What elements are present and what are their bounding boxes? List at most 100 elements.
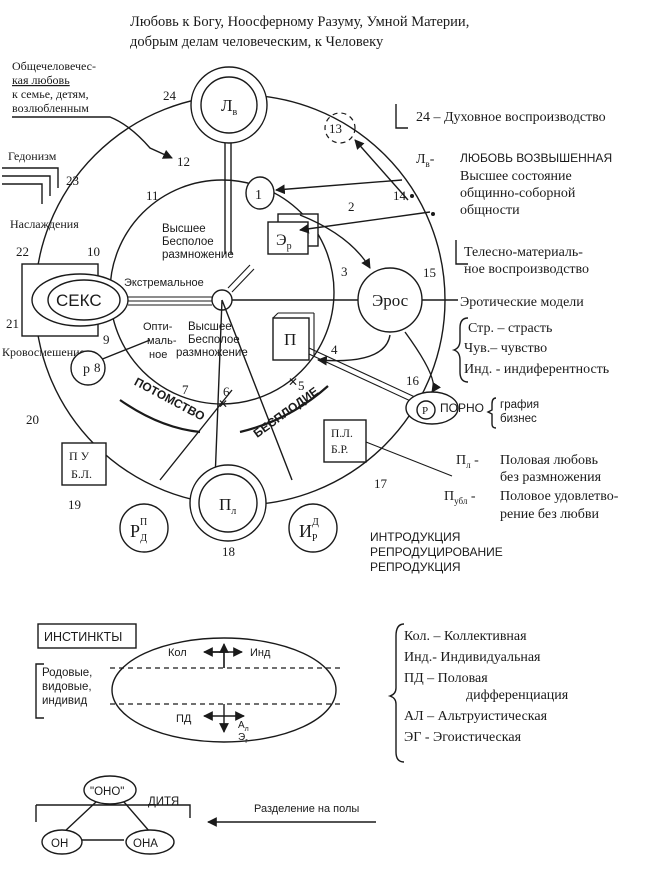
offspring-label: ПОТОМСТВО (132, 375, 207, 424)
pl-desc-2: без размножения (500, 470, 602, 485)
dot-2 (431, 212, 435, 216)
instincts-ellipse (111, 637, 337, 743)
porno-line-1 (308, 347, 431, 405)
node-thirteen-label: 13 (329, 121, 342, 136)
love-elevated-node-inner (200, 76, 258, 134)
number-6: 6 (223, 384, 230, 399)
center-node-slant-1 (227, 264, 251, 289)
division-label: Разделение на полы (254, 803, 359, 815)
number-4: 4 (331, 342, 338, 357)
universal-love-line-4: возлюбленным (12, 101, 89, 115)
legend-pd-2: дифференциация (466, 688, 569, 703)
pl-node-inner (198, 473, 258, 533)
cross-mark-6: ✕ (218, 397, 228, 411)
number-15: 15 (423, 265, 436, 280)
number-24: 24 (163, 88, 177, 103)
pl-node-outer (189, 464, 267, 542)
arc-arrow-16 (404, 331, 441, 393)
pl-symbol: Пл - (456, 453, 479, 470)
instinct-pd: ПД (176, 713, 192, 725)
childless-arc (239, 385, 329, 434)
bodily-bracket (455, 240, 468, 265)
instinct-ind: Инд (250, 647, 271, 659)
highest-state-text: Высшее состояние (460, 169, 572, 184)
number-20: 20 (26, 412, 39, 427)
p-box-label: П (284, 330, 296, 349)
legend-kol: Кол. – Коллективная (404, 629, 527, 644)
highest-2-a: Высшее (188, 321, 232, 333)
node-thirteen (324, 112, 356, 144)
highest-2-c: размножение (176, 347, 248, 359)
love-elevated-text: ЛЮБОВЬ ВОЗВЫШЕННАЯ (460, 151, 612, 165)
generic-brace (35, 663, 44, 719)
arc-arrow-4 (317, 334, 391, 366)
sex-ellipse-inner (47, 279, 121, 321)
highest-2-b: Бесполое (188, 334, 240, 346)
number-9: 9 (103, 332, 110, 347)
generic-line-2: видовые, (42, 681, 92, 693)
number-23: 23 (66, 173, 79, 188)
number-10: 10 (87, 244, 100, 259)
legend-brace (387, 623, 405, 763)
universal-love-line-3: к семье, детям, (12, 87, 89, 101)
highest-1-b: Бесполое (162, 236, 214, 248)
bodily-line-1: Телесно-материаль- (464, 245, 583, 260)
pl-br-box (323, 419, 367, 463)
optimal-b: маль- (147, 335, 177, 347)
legend-ind: Инд.- Индивидуальная (404, 650, 541, 665)
number-17: 17 (374, 476, 388, 491)
sex-extreme-lines (128, 296, 212, 306)
dot-1 (410, 194, 414, 198)
instinct-kol: Кол (168, 647, 187, 659)
offspring-arc (119, 399, 201, 434)
number-12: 12 (177, 154, 190, 169)
erotic-models-label: Эротические модели (460, 295, 584, 310)
number-8: 8 (94, 360, 101, 375)
number-16: 16 (406, 373, 420, 388)
instinct-eg: Эг (238, 732, 248, 745)
hedonism-steps (2, 167, 59, 204)
arc-arrow-2 (299, 214, 371, 269)
child-frame (35, 804, 191, 822)
on-node (41, 829, 83, 855)
on-label: ОН (51, 838, 68, 850)
generic-line-3: индивид (42, 695, 87, 707)
instincts-title: ИНСТИНКТЫ (44, 630, 122, 644)
header-line-2: добрым делам человеческим, к Человеку (130, 34, 384, 50)
child-label: ДИТЯ (148, 796, 179, 808)
intro-line-1: ИНТРОДУКЦИЯ (370, 530, 460, 544)
porno-label: ПОРНО (440, 401, 484, 415)
number-11: 11 (146, 188, 159, 203)
arrow-to-node-13 (354, 139, 409, 201)
indifference-label: Инд. - индиферентность (464, 362, 609, 377)
spiritual-label: 24 – Духовное воспроизводство (416, 110, 606, 125)
number-14: 14 (393, 188, 407, 203)
passion-label: Стр. – страсть (468, 321, 552, 336)
pl-br-line-1: П.Л. (331, 428, 353, 440)
small-p-to-center (99, 339, 151, 361)
pu-bl-line-1: П У (69, 449, 90, 463)
optimal-c: ное (149, 349, 167, 361)
eros-node-label: Эрос (372, 291, 409, 310)
generic-line-1: Родовые, (42, 667, 92, 679)
emotions-brace (451, 317, 469, 383)
rpd-node (119, 503, 169, 553)
small-p-label: р (83, 362, 90, 377)
extreme-label: Экстремальное (124, 277, 204, 289)
instincts-box (37, 623, 137, 649)
childless-label: БЕСПЛОДИЕ (251, 384, 321, 440)
pu-bl-line-2: Б.Л. (71, 467, 92, 481)
number-7: 7 (182, 382, 189, 397)
pl-desc-1: Половая любовь (500, 453, 598, 468)
spiritual-bracket (395, 104, 408, 129)
feeling-label: Чув.– чувство (464, 341, 547, 356)
pu-bl-box (61, 442, 107, 486)
community-text: общности (460, 203, 520, 218)
center-node-slant-2 (231, 268, 255, 293)
porno-ellipse-label: Р (422, 405, 428, 417)
communal-text: общинно-соборной (460, 186, 576, 201)
p-box (272, 317, 310, 361)
number-2: 2 (348, 199, 355, 214)
